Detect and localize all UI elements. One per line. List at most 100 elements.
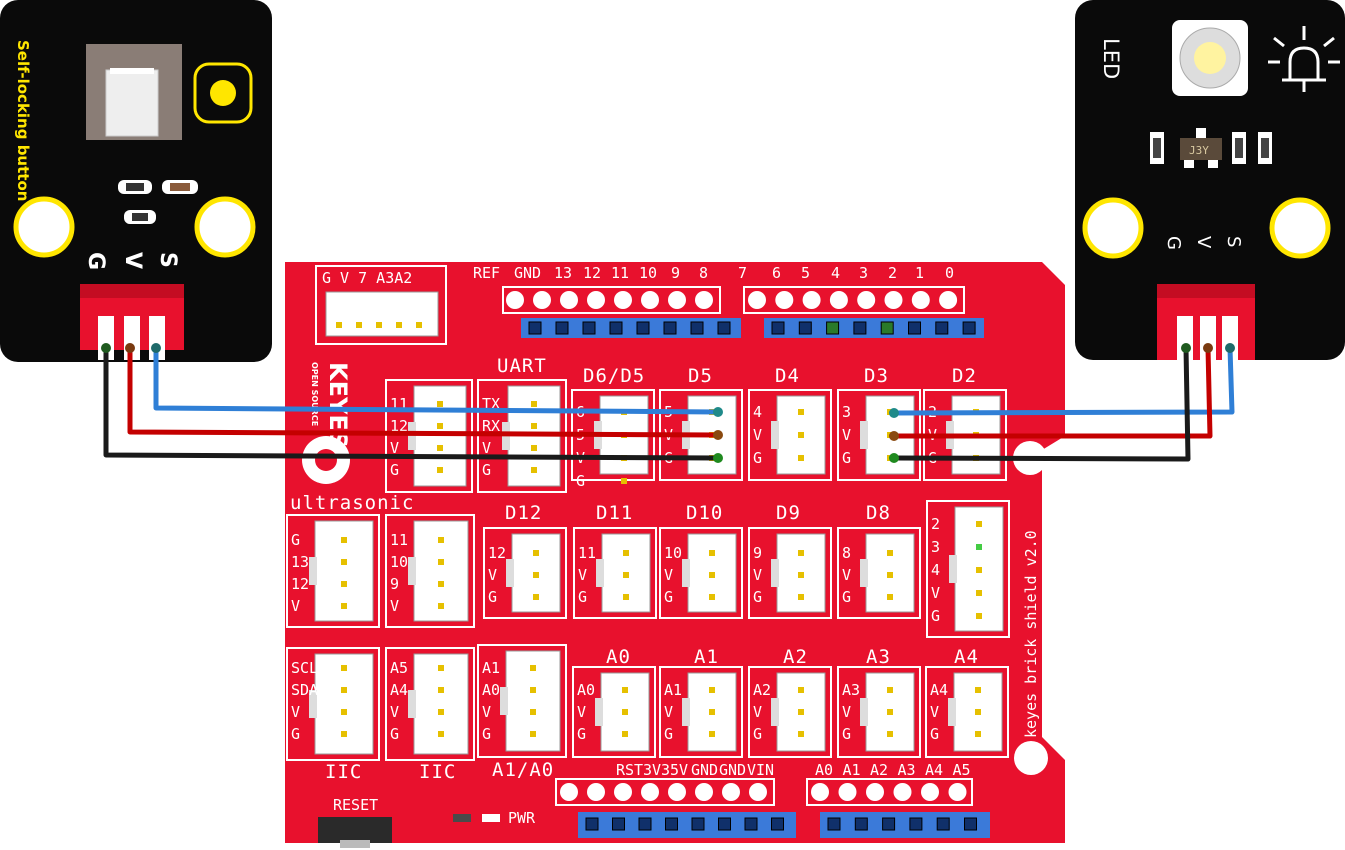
button-pin-g: G xyxy=(83,252,108,270)
reset-button[interactable]: RESET xyxy=(318,796,392,848)
wire-led-signal xyxy=(891,345,1235,416)
header-hole xyxy=(838,783,857,801)
conn-a0-pin-label: A0 xyxy=(577,681,595,699)
conn-d2-d4-pin-label: 4 xyxy=(931,561,940,579)
conn-uart-pin-label: V xyxy=(482,439,491,457)
conn-d2-d4-pin-label: V xyxy=(931,584,940,602)
header-hole xyxy=(641,783,659,801)
analog-label-a5: A5 xyxy=(953,761,971,779)
conn-ultrasonic-pin-label: 12 xyxy=(291,575,309,593)
led-mount-hole-right xyxy=(1269,197,1331,259)
conn-d9-pin-label: G xyxy=(753,588,762,606)
header-hole xyxy=(857,291,876,309)
wire-led-gnd xyxy=(891,345,1191,462)
led-symbol-icon xyxy=(1268,26,1340,92)
top-label-d1: 1 xyxy=(915,264,924,282)
power-label-vin: VIN xyxy=(747,761,774,779)
conn-iic-2-pin-label: V xyxy=(390,703,399,721)
conn-uart-title: UART xyxy=(497,355,547,377)
analog-label-a4: A4 xyxy=(925,761,943,779)
conn-d10-pin-label: 10 xyxy=(664,544,682,562)
header-hole xyxy=(893,783,912,801)
conn-a1-pin-label: G xyxy=(664,725,673,743)
analog-label-a2: A2 xyxy=(870,761,888,779)
conn-a1-a0-pin-label: G xyxy=(482,725,491,743)
header-hole xyxy=(668,783,686,801)
conn-a4-pin-label: V xyxy=(930,703,939,721)
wire-button-signal xyxy=(153,345,721,415)
header-hole xyxy=(775,291,794,309)
led-transistor: J3Y xyxy=(1180,128,1222,168)
wire-led-vcc xyxy=(891,345,1213,439)
analog-label-a0: A0 xyxy=(815,761,833,779)
header-hole xyxy=(614,291,632,309)
conn-a0-title: A0 xyxy=(606,646,631,668)
reset-label: RESET xyxy=(333,796,378,814)
self-locking-button[interactable] xyxy=(86,44,182,140)
header-hole xyxy=(939,291,958,309)
conn-a2-pin-label: A2 xyxy=(753,681,771,699)
top-label-d2: 2 xyxy=(888,264,897,282)
conn-a4-pin-label: G xyxy=(930,725,939,743)
conn-d3-pin-label: V xyxy=(842,426,851,444)
wires xyxy=(101,343,1235,463)
top-label-8: 8 xyxy=(699,264,708,282)
conn-d11-title: D11 xyxy=(596,502,633,524)
conn-d11-pin-label: G xyxy=(578,588,587,606)
power-label-rst: RST xyxy=(616,761,643,779)
header-hole xyxy=(533,291,551,309)
conn-d3-title: D3 xyxy=(864,365,889,387)
conn-d9-pin-label: V xyxy=(753,566,762,584)
conn-d10-title: D10 xyxy=(686,502,723,524)
conn-d11-d9-pin-label: 11 xyxy=(390,531,408,549)
header-hole xyxy=(695,291,713,309)
button-module-title: Self-locking button xyxy=(14,40,32,201)
top-left-connector-label: G V 7 A3A2 xyxy=(322,269,412,287)
conn-d6-d5-pin-label: G xyxy=(576,472,585,490)
wire-button-vcc xyxy=(127,345,721,438)
conn-d11-d9-pin-label: V xyxy=(390,597,399,615)
power-label-gnd: GND xyxy=(691,761,718,779)
button-mount-hole-left xyxy=(13,196,75,258)
header-hole xyxy=(884,291,903,309)
top-label-d6: 6 xyxy=(772,264,781,282)
conn-a2-title: A2 xyxy=(783,646,808,668)
conn-d2-title: D2 xyxy=(952,365,977,387)
power-label-5v: 5V xyxy=(670,761,688,779)
conn-iic-2-pin-label: G xyxy=(390,725,399,743)
conn-d8-pin-label: 8 xyxy=(842,544,851,562)
button-pin-v: V xyxy=(120,252,145,269)
power-label-gnd: GND xyxy=(719,761,746,779)
header-hole xyxy=(802,291,821,309)
conn-d8-pin-label: G xyxy=(842,588,851,606)
conn-uart-pin-label: RX xyxy=(482,417,500,435)
conn-d11-d9-pin-label: 9 xyxy=(390,575,399,593)
wire-button-gnd xyxy=(103,345,721,461)
button-pin-s: S xyxy=(155,252,180,268)
mount-hole-right-bottom xyxy=(1014,741,1048,775)
conn-ultrasonic-title: ultrasonic xyxy=(290,492,414,514)
header-hole xyxy=(829,291,848,309)
top-label-d4: 4 xyxy=(831,264,840,282)
analog-label-a1: A1 xyxy=(843,761,861,779)
header-hole xyxy=(668,291,686,309)
